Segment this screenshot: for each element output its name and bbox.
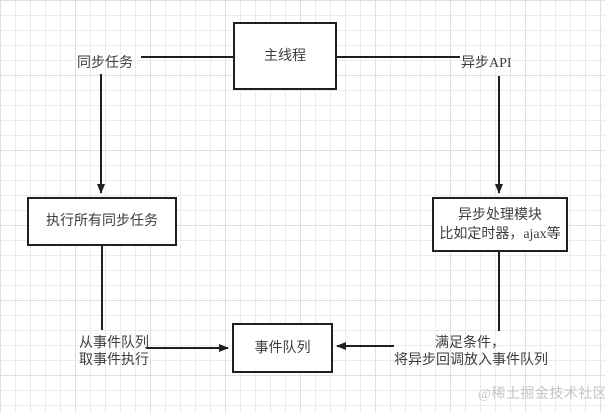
event-queue-node: 事件队列 <box>232 323 333 373</box>
sync-exec-label: 执行所有同步任务 <box>46 214 158 229</box>
dequeue-edge-label: 从事件队列 取事件执行 <box>79 335 149 369</box>
main-thread-label: 主线程 <box>264 48 306 64</box>
watermark: @稀土掘金技术社区 <box>478 387 605 402</box>
enqueue-edge-label: 满足条件， 将异步回调放入事件队列 <box>394 335 548 369</box>
async-module-label-line2: 比如定时器，ajax等 <box>439 226 561 242</box>
enqueue-edge-label-line2: 将异步回调放入事件队列 <box>394 353 548 368</box>
async-module-label-line1: 异步处理模块 <box>458 207 542 223</box>
dequeue-edge-label-line2: 取事件执行 <box>79 353 149 368</box>
sync-exec-node: 执行所有同步任务 <box>27 197 177 246</box>
async-api-edge-label: 异步API <box>461 56 512 71</box>
dequeue-edge-label-line1: 从事件队列 <box>79 336 149 351</box>
async-module-node: 异步处理模块 比如定时器，ajax等 <box>432 197 568 252</box>
event-queue-label: 事件队列 <box>254 340 311 356</box>
enqueue-edge-label-line1: 满足条件， <box>435 336 505 351</box>
sync-tasks-edge-label: 同步任务 <box>77 56 133 71</box>
main-thread-node: 主线程 <box>233 22 337 90</box>
